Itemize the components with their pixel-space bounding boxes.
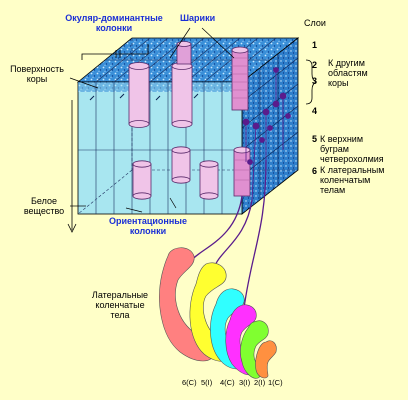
- spheres-cylinders: [128, 41, 251, 200]
- to-other-areas-line-2: областям: [328, 68, 368, 78]
- layer-number-2: 2: [312, 60, 318, 70]
- cortex-surface-label: Поверхность коры: [2, 64, 72, 84]
- ocular-columns-label: Окуляр-доминантные колонки: [60, 13, 168, 33]
- ocular-columns-line-1: Окуляр-доминантные: [65, 13, 163, 23]
- depth-axis-arrowhead: [67, 223, 77, 233]
- layers-label: Слои: [304, 18, 326, 28]
- cortex-surface-line-2: коры: [26, 74, 48, 84]
- layer-number-5: 5: [312, 134, 318, 144]
- to-lgn-label: К латеральным коленчатым телам: [320, 165, 384, 195]
- neurons: [242, 67, 291, 201]
- lgn-layer-label-6: 6(C): [182, 378, 197, 387]
- spheres-pointers: [169, 27, 235, 59]
- lgn-label: Латеральные коленчатые тела: [84, 290, 156, 320]
- lgn-line-1: Латеральные: [91, 290, 149, 300]
- cortex-surface-line-1: Поверхность: [10, 64, 64, 74]
- to-lgn-line-2: коленчатым: [320, 175, 371, 185]
- layer-number-3: 3: [312, 76, 318, 86]
- to-other-areas-label: К другим областям коры: [328, 58, 368, 88]
- lgn-line-3: тела: [110, 310, 130, 320]
- to-colliculi-label: К верхним буграм четверохолмия: [320, 134, 384, 164]
- to-lgn-line-1: К латеральным: [320, 165, 385, 175]
- to-other-areas-line-1: К другим: [328, 58, 365, 68]
- block-front-upper-band: [78, 82, 242, 92]
- front-dashes: [89, 93, 199, 101]
- layer-number-1: 1: [312, 40, 318, 50]
- to-other-areas-line-3: коры: [328, 78, 349, 88]
- layer-number-4: 4: [312, 106, 318, 116]
- lgn-line-2: коленчатые: [95, 300, 145, 310]
- lgn-crescents: [159, 247, 277, 379]
- ocular-columns-line-2: колонки: [95, 23, 133, 33]
- white-matter-label: Белое вещество: [22, 196, 66, 216]
- white-matter-line-2: вещество: [23, 206, 65, 216]
- orientation-columns-line-1: Ориентационные: [108, 216, 187, 226]
- lgn-layer-1: [255, 340, 277, 379]
- layer-number-6: 6: [312, 166, 318, 176]
- orientation-pointers: [125, 197, 177, 213]
- surface-pointer: [69, 77, 99, 89]
- side-face-lines: [241, 54, 299, 200]
- layer-brace: [305, 59, 317, 105]
- lgn-layer-label-4: 4(C): [220, 378, 235, 387]
- to-colliculi-line-3: четверохолмия: [320, 154, 384, 164]
- lgn-layer-label-3: 3(I): [239, 378, 251, 387]
- cylinder-stripes: [233, 57, 249, 181]
- orientation-columns-line-2: колонки: [129, 226, 167, 236]
- lgn-layer-label-1: 1(C): [268, 378, 283, 387]
- spheres-label: Шарики: [180, 13, 216, 23]
- lgn-layer-label-5: 5(I): [201, 378, 213, 387]
- to-colliculi-line-1: К верхним: [320, 134, 364, 144]
- orientation-columns-label: Ориентационные колонки: [96, 216, 200, 236]
- to-lgn-line-3: телам: [320, 185, 346, 195]
- ocular-bracket: [81, 44, 149, 60]
- to-colliculi-line-2: буграм: [320, 144, 349, 154]
- white-matter-line-1: Белое: [31, 196, 57, 206]
- lgn-layer-label-2: 2(I): [254, 378, 266, 387]
